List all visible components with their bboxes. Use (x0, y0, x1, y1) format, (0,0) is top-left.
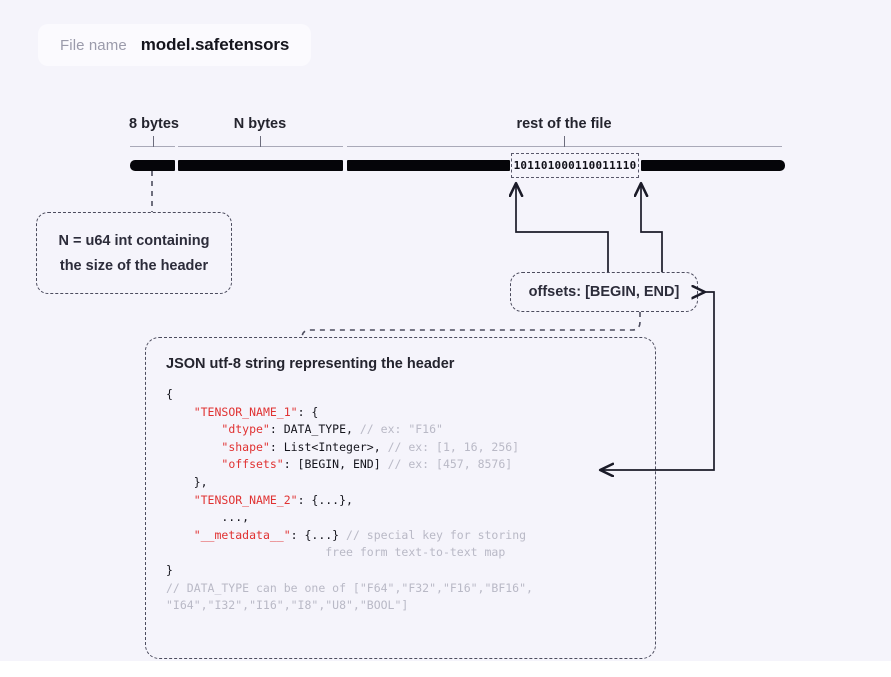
json-code-line: "shape": List<Integer>, // ex: [1, 16, 2… (221, 439, 520, 454)
binary-tensor-region: 101101000110011110 (511, 153, 639, 178)
ruler-extent-line-1 (130, 146, 175, 147)
arrow-offsets-end (641, 184, 663, 272)
file-bar-segment-data-left (347, 160, 510, 171)
callout-n-bytes: N = u64 int containing the size of the h… (36, 212, 232, 294)
filename-value: model.safetensors (140, 35, 290, 54)
json-code-line: ..., (166, 510, 250, 525)
ruler-tick-2 (260, 136, 261, 147)
binary-string: 101101000110011110 (513, 159, 637, 172)
json-code-line: // DATA_TYPE can be one of ["F64","F32",… (166, 580, 533, 595)
arrow-offsets-begin (516, 184, 609, 272)
json-code-line: free form text-to-text map (166, 545, 506, 560)
callout-n-bytes-line1: N = u64 int containing (58, 232, 210, 249)
file-bar-segment-header (178, 160, 343, 171)
json-code-line: } (166, 562, 173, 577)
json-code-line: "I64","I32","I16","I8","U8","BOOL"] (166, 598, 409, 613)
ruler-caption-8-bytes: 8 bytes (129, 116, 179, 132)
callout-offsets-label: offsets: [BEGIN, END] (528, 284, 680, 300)
ruler-tick-3 (564, 136, 565, 147)
json-code-line: "__metadata__": {...} // special key for… (193, 527, 527, 542)
json-code-line: }, (166, 474, 208, 489)
bottom-strip (0, 661, 891, 677)
json-block-title: JSON utf-8 string representing the heade… (166, 356, 455, 372)
json-code-line: { (166, 387, 173, 401)
file-bar-segment-data-right (641, 160, 785, 171)
callout-n-bytes-line2: the size of the header (59, 257, 209, 274)
filename-label: File name (60, 36, 127, 54)
filename-pill: File name model.safetensors (38, 24, 312, 66)
ruler-caption-n-bytes: N bytes (233, 116, 287, 132)
file-bar-segment-header-size (130, 160, 175, 171)
ruler-caption-rest-of-file: rest of the file (516, 116, 612, 132)
json-code-line: "offsets": [BEGIN, END] // ex: [457, 857… (221, 457, 513, 472)
callout-offsets: offsets: [BEGIN, END] (510, 272, 698, 312)
json-code: { "TENSOR_NAME_1": { "dtype": DATA_TYPE,… (166, 386, 655, 615)
json-header-block: JSON utf-8 string representing the heade… (145, 337, 656, 659)
json-code-line: "dtype": DATA_TYPE, // ex: "F16" (221, 422, 443, 437)
json-code-line: "TENSOR_NAME_2": {...}, (193, 492, 353, 507)
connector-offsets-to-json (301, 312, 641, 339)
json-code-line: "TENSOR_NAME_1": { (193, 404, 319, 419)
ruler-tick-1 (153, 136, 154, 147)
